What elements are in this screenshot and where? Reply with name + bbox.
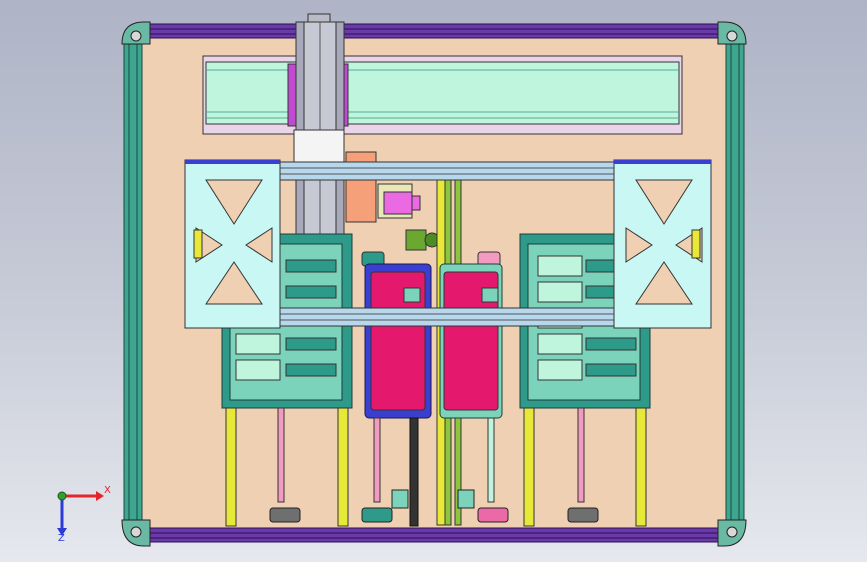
corner-bracket-top-left <box>121 21 151 45</box>
motor-assembly <box>377 183 421 219</box>
right-cartridge <box>439 251 503 419</box>
corner-bracket-bottom-left <box>121 519 151 547</box>
corner-bracket-bottom-right <box>717 519 747 547</box>
left-gantry-plate <box>184 159 281 329</box>
y-axis-origin <box>57 491 67 501</box>
bottom-frame-rail <box>139 527 731 543</box>
top-linear-module <box>202 55 683 135</box>
lower-guide-rails <box>225 407 647 527</box>
green-sensor <box>405 229 440 251</box>
upper-cross-beam <box>279 161 615 181</box>
x-axis-label: X <box>104 485 111 496</box>
plunger-rods <box>277 407 585 503</box>
right-gantry-plate <box>613 159 712 329</box>
axis-triad: X Z <box>57 485 111 542</box>
corner-bracket-top-right <box>717 21 747 45</box>
left-frame-rail <box>123 39 143 531</box>
lower-cross-beam <box>279 307 615 327</box>
bottom-feet <box>269 489 599 523</box>
right-frame-rail <box>725 39 745 531</box>
top-frame-rail <box>139 23 731 39</box>
z-axis-label: Z <box>58 533 65 542</box>
left-cartridge <box>361 251 432 419</box>
